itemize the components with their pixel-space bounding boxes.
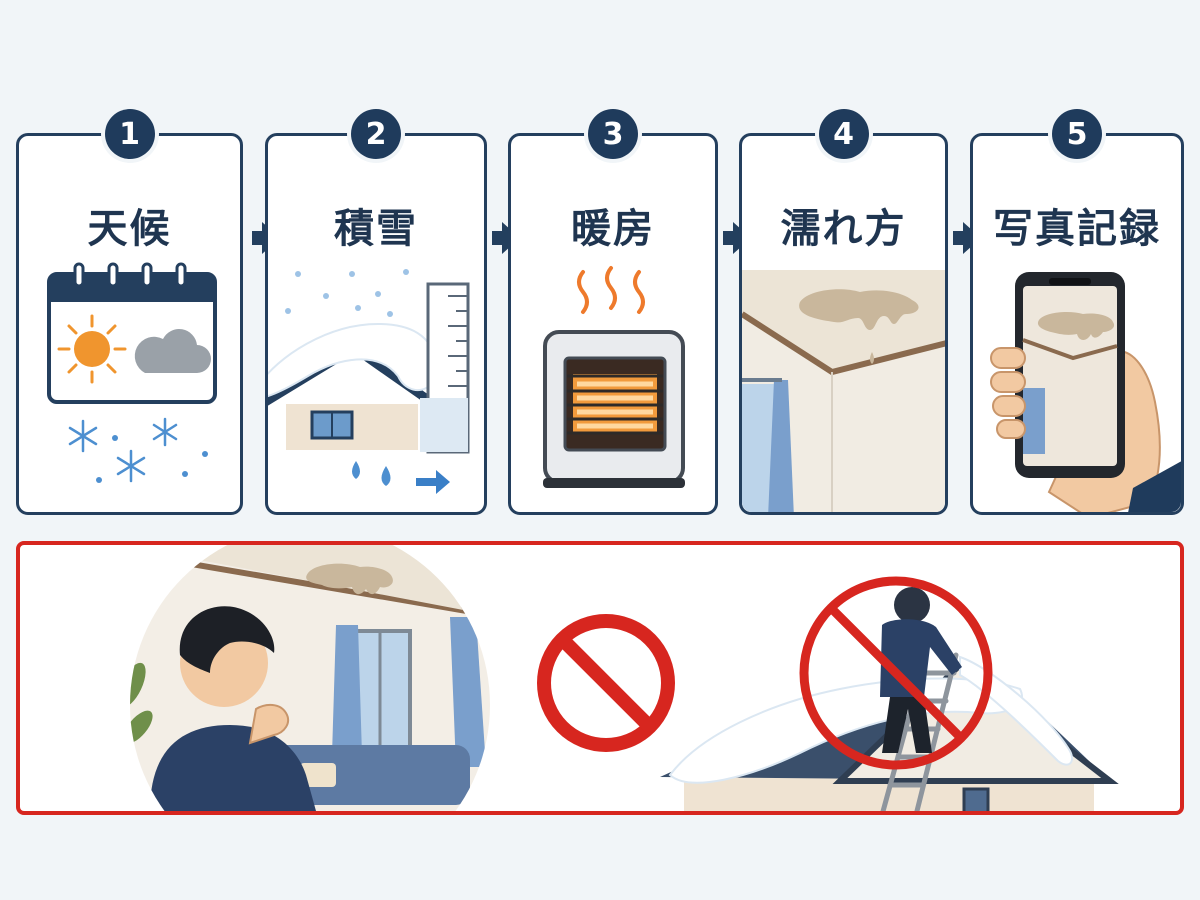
ceiling-water-stain-icon [742, 136, 945, 512]
step-title: 濡れ方 [780, 206, 907, 252]
step-card-weather: 1 天候 [16, 109, 243, 515]
weather-calendar-snowflake-icon [19, 136, 240, 512]
step-card-snow-accumulation: 2 積雪 [265, 109, 487, 515]
prohibited-icon [537, 614, 675, 752]
step-title: 積雪 [334, 206, 418, 252]
step-number-badge: 3 [588, 109, 638, 159]
snow-roof-gauge-icon [268, 136, 484, 512]
space-heater-icon [511, 136, 715, 512]
step-number-badge: 2 [351, 109, 401, 159]
step-card-heating: 3 暖房 [508, 109, 718, 515]
step-number-badge: 5 [1052, 109, 1102, 159]
step-card-photo-record: 5 写真記録 [970, 109, 1184, 515]
step-title: 天候 [87, 206, 172, 252]
step-card-wetness: 4 濡れ方 [739, 109, 948, 515]
warning-panel [16, 541, 1184, 815]
person-observing-ceiling-stain-icon [130, 545, 490, 811]
step-number-badge: 4 [818, 109, 869, 159]
step-number-badge: 1 [104, 109, 155, 159]
prohibited-roof-climbing-icon [660, 576, 1119, 811]
step-title: 写真記録 [993, 206, 1161, 252]
smartphone-photo-icon [973, 136, 1181, 512]
step-title: 暖房 [571, 206, 655, 252]
